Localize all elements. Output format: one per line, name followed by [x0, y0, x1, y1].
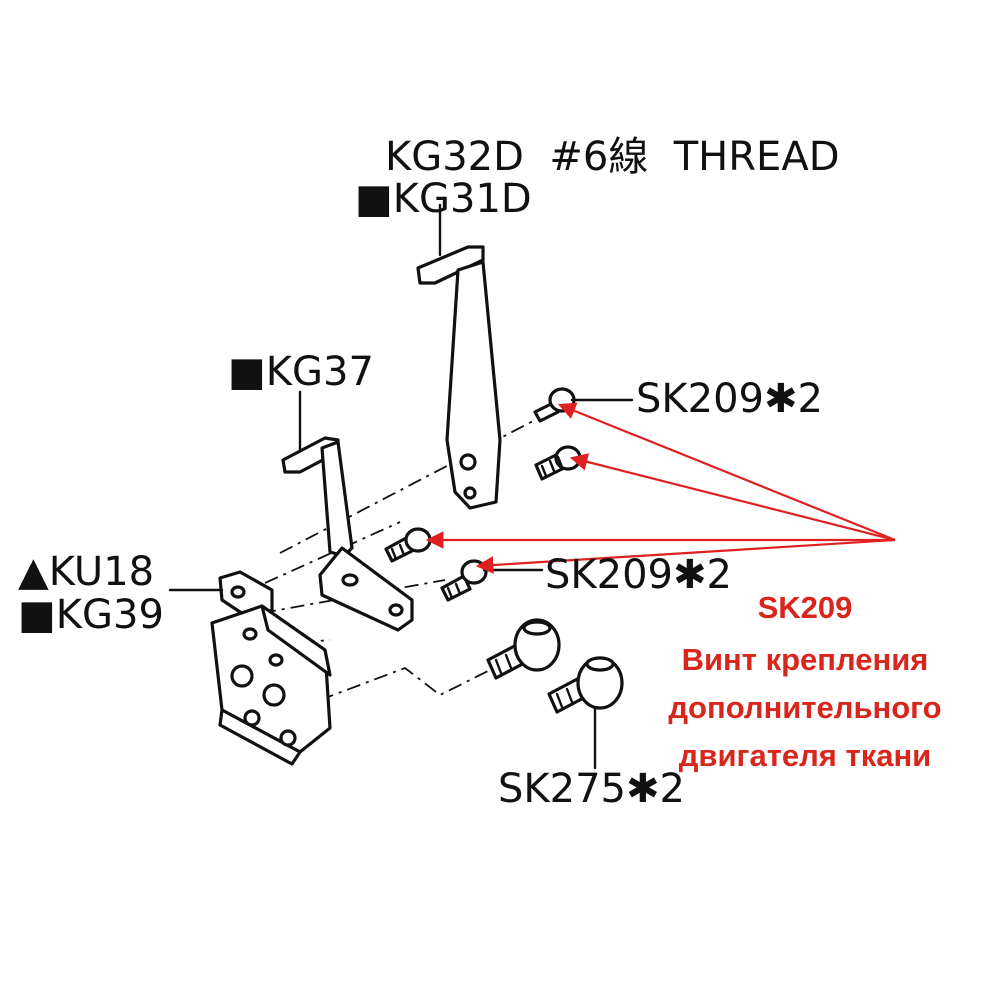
- sk209-lower-label: SK209✱2: [545, 552, 732, 598]
- sk209-upper-label: SK209✱2: [636, 376, 823, 422]
- ku18-label: ▲KU18: [18, 549, 154, 595]
- sk209-screw-1: [533, 387, 576, 423]
- kg37-label: ■KG37: [228, 349, 374, 395]
- sk275-screw-2: [547, 656, 624, 714]
- kg32d-label: KG32D #6線 THREAD: [385, 134, 840, 180]
- annotation-line-2: дополнительного: [668, 690, 941, 725]
- sk209-screw-4: [440, 559, 488, 602]
- kg39-label: ■KG39: [18, 592, 164, 638]
- annotation-line-1: Винт крепления: [682, 642, 929, 677]
- sk275-screw-1: [486, 618, 561, 680]
- kg37-bracket-part: [281, 436, 414, 632]
- kg31d-lever-part: [416, 245, 502, 510]
- annotation-arrows: [425, 402, 896, 574]
- kg39-base-block-part: [210, 570, 332, 766]
- leader-lines: [168, 203, 634, 770]
- annotation-code: SK209: [758, 590, 853, 625]
- annotation-line-3: двигателя ткани: [679, 738, 931, 773]
- sk209-screw-3: [384, 527, 432, 563]
- sk209-screw-2: [534, 445, 582, 481]
- sk275-label: SK275✱2: [498, 766, 685, 812]
- kg31d-label: ■KG31D: [355, 176, 532, 222]
